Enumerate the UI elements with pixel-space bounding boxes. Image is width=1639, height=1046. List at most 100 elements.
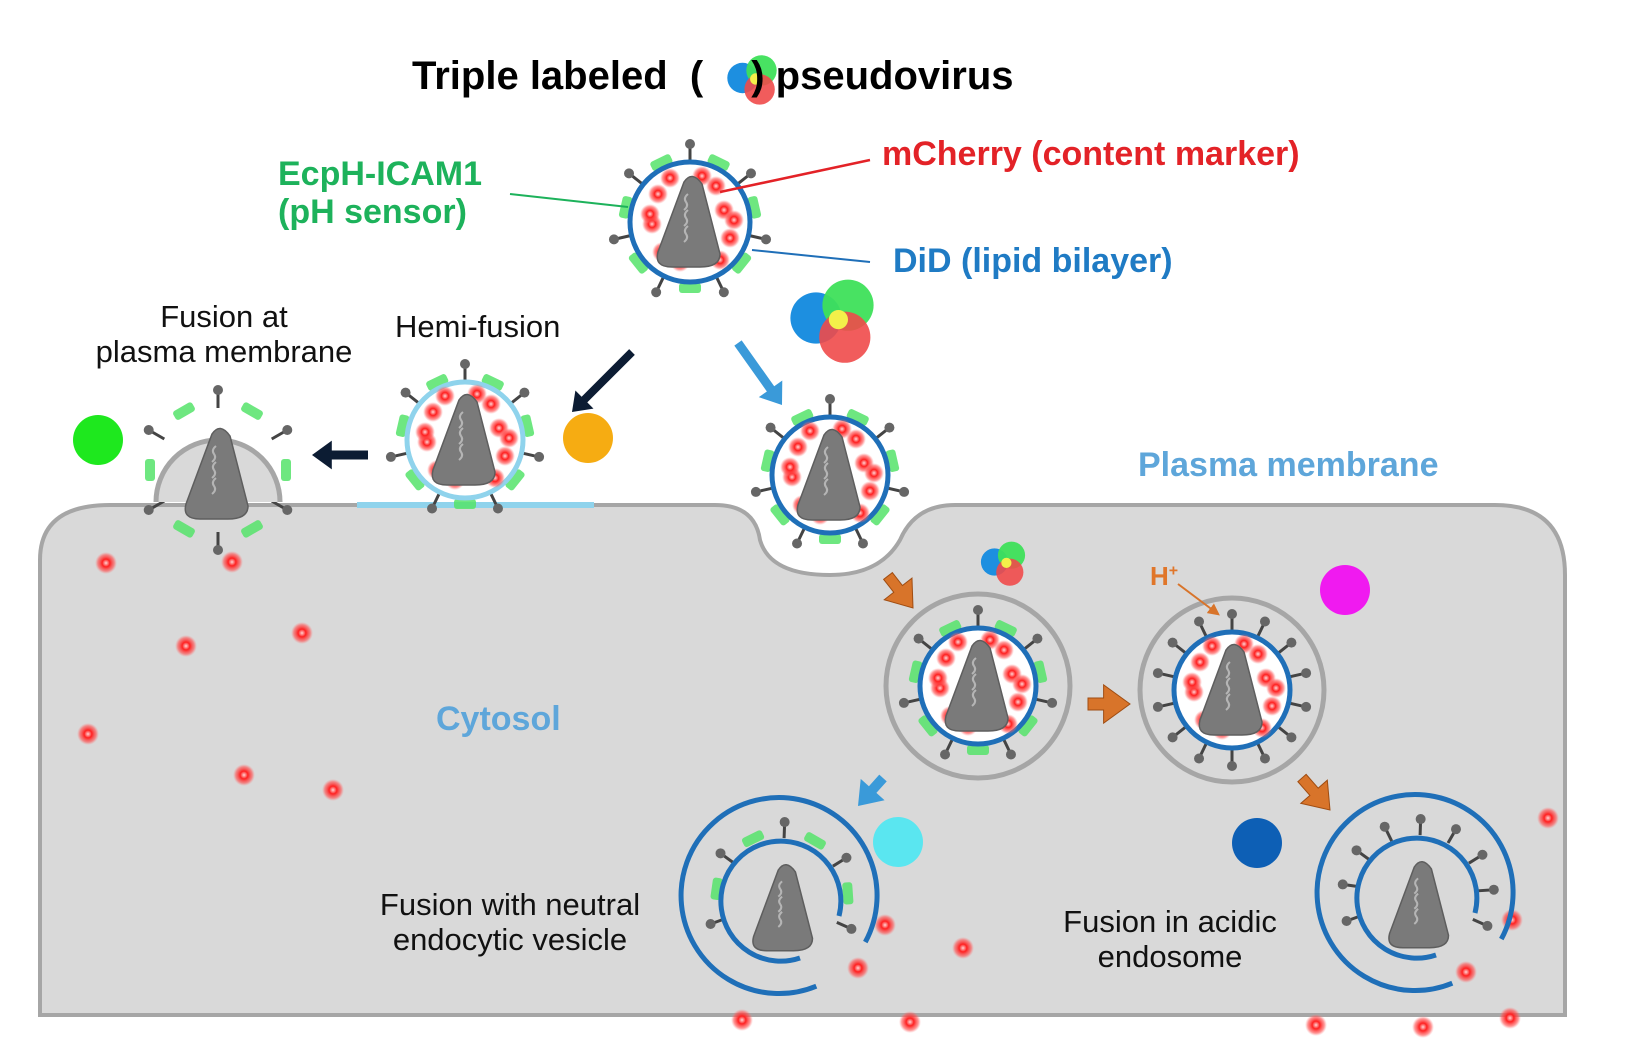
spike-head	[898, 697, 909, 708]
ph-sensor-tag	[650, 154, 673, 171]
virus-fused-acidic-endosome	[1314, 792, 1516, 994]
ecph-pointer-line	[509, 193, 629, 208]
spike-head	[1477, 849, 1488, 860]
mcherry-pointer-line	[719, 158, 871, 194]
free-content-dot	[1412, 1016, 1434, 1038]
capsid-core	[1388, 861, 1450, 949]
ph-sensor-tag	[426, 374, 449, 391]
cyan-signal-dot	[873, 817, 923, 867]
free-content-dot	[291, 622, 313, 644]
virus-in-endosome	[883, 591, 1073, 781]
genome-strand	[1413, 908, 1419, 925]
spike-head	[761, 234, 772, 245]
ph-sensor-tag	[939, 620, 962, 637]
free-content-dot	[1499, 1007, 1521, 1029]
spike-head	[1167, 637, 1178, 648]
endosome-outer-membrane	[678, 795, 880, 997]
ph-sensor-tag	[1018, 715, 1038, 737]
cytosol-label: Cytosol	[436, 700, 561, 738]
spike-head	[884, 422, 895, 433]
ph-sensor-tag	[846, 409, 869, 426]
ph-sensor-tag	[707, 154, 730, 171]
genome-strand	[971, 689, 977, 707]
content-dot	[660, 168, 680, 188]
spike-head	[1005, 749, 1016, 760]
spike-head	[1227, 761, 1237, 771]
genome-strand	[1413, 892, 1419, 910]
spike-head	[213, 545, 223, 555]
spike-head	[1259, 616, 1270, 627]
ph-sensor-tag	[804, 832, 826, 850]
content-dot	[800, 421, 820, 441]
genome-strand	[458, 443, 464, 461]
spike-head	[1194, 753, 1205, 764]
released-content-dots	[77, 551, 1559, 1038]
content-dot	[846, 429, 866, 449]
spike-head	[624, 168, 635, 179]
spike-head	[765, 422, 776, 433]
spike-head	[1227, 609, 1237, 619]
neutral-line1: Fusion with neutral	[379, 887, 641, 922]
content-dot	[640, 204, 660, 224]
ph-sensor-tag	[173, 402, 195, 420]
genome-strand	[823, 478, 829, 496]
content-dot	[648, 184, 668, 204]
content-dot	[1248, 644, 1268, 664]
ph-sensor-tag	[679, 283, 701, 293]
spike-head	[705, 918, 716, 929]
spike-head	[846, 923, 857, 934]
fusion-plasma-membrane-label: Fusion at plasma membrane	[78, 299, 370, 369]
spike-head	[282, 425, 293, 435]
genome-strand	[777, 911, 783, 928]
ph-sensor-tag	[870, 504, 890, 526]
ph-sensor-tag	[241, 520, 263, 538]
content-dot	[860, 481, 880, 501]
spike-head	[1286, 637, 1297, 648]
spike-head	[519, 387, 530, 398]
title-close-paren: )	[751, 54, 765, 98]
acidic-line2: endosome	[1097, 938, 1243, 974]
content-dot	[499, 428, 519, 448]
genome-strand	[777, 880, 783, 898]
endosome-outer-membrane	[1314, 792, 1516, 994]
spike-head	[400, 387, 411, 398]
ecph-label-line1: EcpH-ICAM1	[278, 155, 483, 193]
capsid-core	[656, 175, 721, 268]
capsid-core	[431, 393, 496, 486]
spike-head	[685, 139, 695, 149]
free-content-dot	[899, 1011, 921, 1033]
genome-strand	[971, 657, 977, 675]
content-dot	[1202, 636, 1222, 656]
spike-head	[1482, 920, 1493, 931]
virus-acidic-endosome	[1137, 595, 1327, 785]
content-dot	[1266, 678, 1286, 698]
arrow-to-acidification	[1087, 683, 1131, 725]
virus-fused-plasma-membrane	[143, 385, 293, 555]
title-prefix: Triple labeled	[412, 54, 668, 98]
genome-strand	[1225, 693, 1231, 711]
spike-head	[213, 385, 223, 395]
free-content-dot	[322, 779, 344, 801]
ph-sensor-tag	[918, 715, 938, 737]
spike-head	[1351, 845, 1362, 856]
genome-strand	[777, 895, 783, 913]
content-dot	[864, 463, 884, 483]
ph-sensor-tag	[454, 499, 476, 509]
content-dot	[1262, 696, 1282, 716]
virus-fused-neutral-vesicle	[678, 795, 880, 997]
spike-head	[1451, 824, 1461, 835]
proton-sup: +	[1168, 562, 1179, 580]
genome-strand	[683, 225, 689, 243]
capsid-core	[1198, 643, 1263, 736]
content-dot	[780, 457, 800, 477]
overlap-yellow	[828, 310, 849, 330]
proton-base: H	[1150, 561, 1169, 591]
ph-sensor-tag	[819, 534, 841, 544]
ph-sensor-tag	[145, 459, 155, 481]
spike-head	[940, 749, 951, 760]
genome-strand	[458, 427, 464, 445]
ph-sensor-tag	[791, 409, 814, 426]
free-content-dot	[1455, 961, 1477, 983]
arrow-to-endosome	[882, 571, 914, 609]
